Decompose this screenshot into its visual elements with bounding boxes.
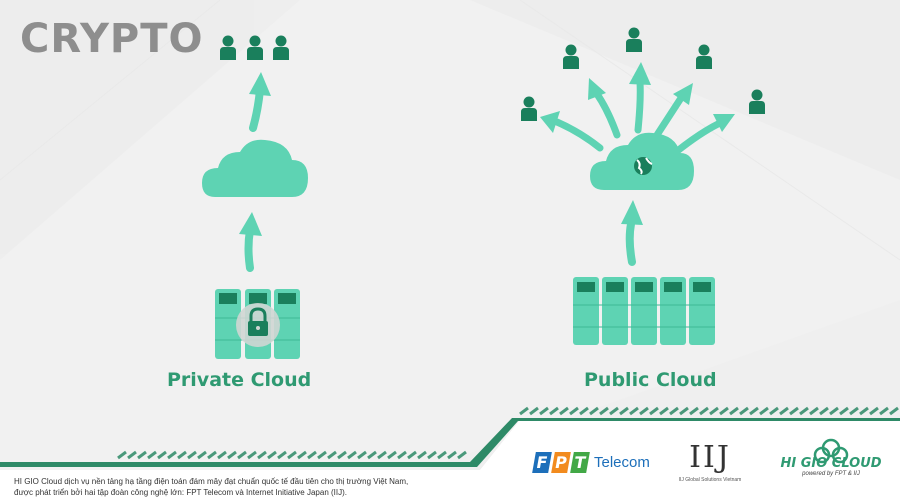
person-icon — [273, 35, 289, 60]
lock-icon — [236, 303, 280, 347]
fpt-telecom-logo: F P T Telecom — [532, 452, 650, 473]
higio-cloud-logo: HI GIO CLOUD powered by FPT & IIJ — [775, 440, 887, 477]
arrow-up-icon — [244, 226, 254, 272]
public-arrows — [540, 62, 735, 156]
private-cloud-title: Private Cloud — [167, 369, 312, 391]
higio-logo-mark — [813, 438, 849, 464]
fpt-letter-p: P — [551, 452, 571, 473]
server-rack-icon — [573, 277, 715, 345]
iij-logo: IIJ IIJ Global Solutions Vietnam — [670, 440, 750, 484]
fpt-letter-f: F — [532, 452, 552, 473]
iij-subtitle: IIJ Global Solutions Vietnam — [678, 477, 742, 483]
fpt-telecom-name: Telecom — [594, 454, 650, 471]
arrow-up-icon — [625, 220, 636, 266]
iij-mark: IIJ — [689, 440, 731, 475]
globe-icon — [634, 157, 653, 175]
watermark: CRYPTO — [20, 16, 204, 62]
public-cloud-group — [521, 27, 765, 345]
higio-name: HI GIO CLOUD — [780, 456, 882, 471]
arrowhead — [249, 72, 271, 96]
arrow-up-icon — [249, 86, 264, 132]
footer-line-2: được phát triển bởi hai tập đoàn công ng… — [14, 488, 347, 497]
footer-band — [0, 406, 900, 503]
higio-tagline: powered by FPT & IIJ — [802, 471, 860, 477]
cloud-icon — [202, 139, 308, 197]
footer-line-1: HI GIO Cloud dịch vụ nền tảng hạ tầng đi… — [14, 477, 409, 486]
person-icon — [563, 44, 579, 69]
fpt-letter-t: T — [570, 452, 590, 473]
private-cloud-group — [202, 35, 308, 359]
footer-description: HI GIO Cloud dịch vụ nền tảng hạ tầng đi… — [14, 476, 534, 498]
person-icon — [521, 96, 537, 121]
private-users — [220, 35, 289, 60]
arrowhead — [239, 212, 262, 236]
arrowhead — [621, 200, 643, 225]
public-cloud-title: Public Cloud — [584, 369, 717, 391]
